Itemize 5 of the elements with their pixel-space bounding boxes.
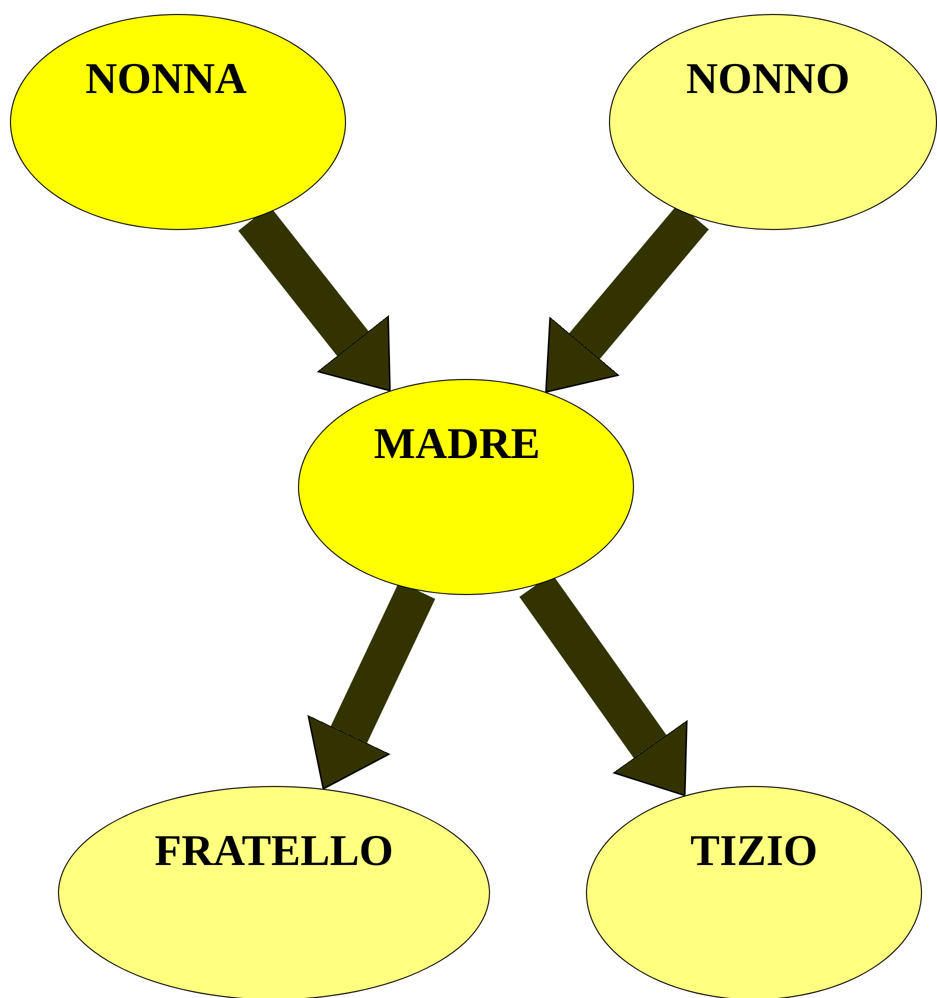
node-label: TIZIO <box>689 825 819 876</box>
node-label: MADRE <box>372 418 542 469</box>
node-label: NONNO <box>685 53 851 104</box>
node-label: FRATELLO <box>154 825 394 876</box>
node-label: NONNA <box>84 53 248 104</box>
